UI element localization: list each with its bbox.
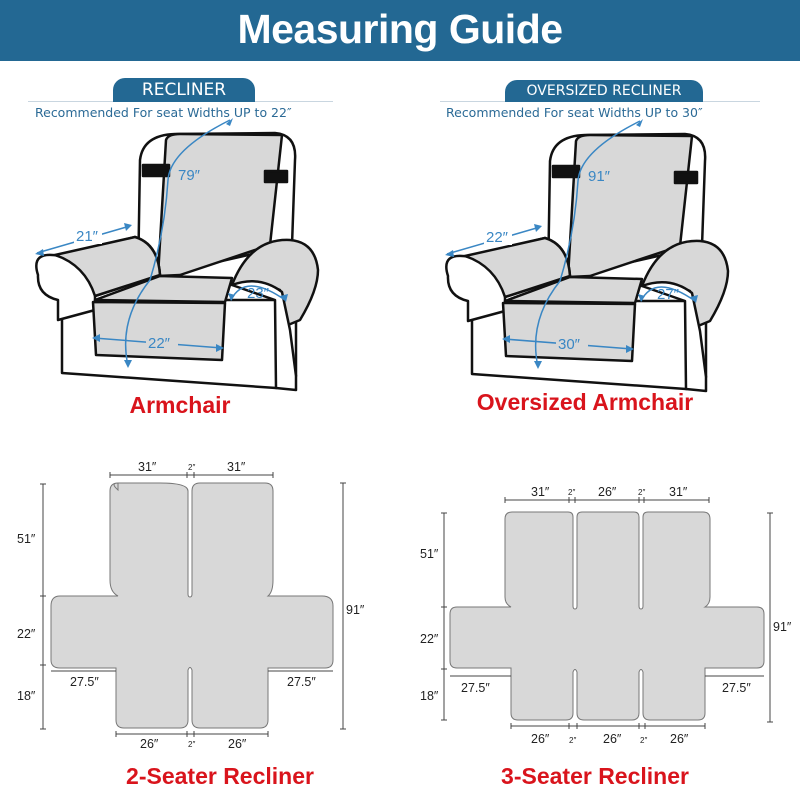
two-seater-seat-dim: 22″ [17, 627, 36, 641]
recliner-armwrap-dim: 23″ [247, 285, 270, 302]
two-seater-top-left-dim: 31″ [138, 460, 157, 474]
three-seater-bottom-left-dim: 26″ [531, 732, 550, 746]
two-seater-front-dim: 18″ [17, 689, 36, 703]
two-seater-back-dim: 51″ [17, 532, 36, 546]
oversized-subtitle: Recommended For seat Widths UP to 30″ [446, 105, 703, 120]
three-seater-arm-left-dim: 27.5″ [461, 681, 490, 695]
oversized-arm-dim: 22″ [486, 229, 509, 246]
oversized-back-dim: 91″ [588, 168, 611, 185]
two-seater-arm-right-dim: 27.5″ [287, 675, 316, 689]
two-seater-top-gap-dim: 2″ [188, 463, 195, 472]
oversized-armwrap-dim: 27″ [657, 286, 680, 303]
two-seater-arm-left-dim: 27.5″ [70, 675, 99, 689]
three-seater-bottom-mid-dim: 26″ [603, 732, 622, 746]
header-banner [0, 0, 800, 61]
oversized-seat-dim: 30″ [558, 336, 581, 353]
two-seater-bottom-gap-dim: 2″ [188, 740, 195, 749]
recliner-arm-dim: 21″ [76, 228, 99, 245]
recliner-back-dim: 79″ [178, 167, 201, 184]
three-seater-top-right-dim: 31″ [669, 485, 688, 499]
three-seater-top-mid-dim: 26″ [598, 485, 617, 499]
three-seater-arm-right-dim: 27.5″ [722, 681, 751, 695]
caption-oversized-armchair: Oversized Armchair [476, 389, 694, 415]
three-seater-front-dim: 18″ [420, 689, 439, 703]
recliner-subtitle: Recommended For seat Widths UP to 22″ [35, 105, 292, 120]
three-seater-bottom-gap1-dim: 2″ [569, 736, 576, 745]
caption-armchair: Armchair [129, 392, 231, 418]
tab-oversized-recliner: OVERSIZED RECLINER [505, 80, 703, 102]
caption-two-seater: 2-Seater Recliner [126, 763, 314, 789]
three-seater-top-gap1-dim: 2″ [568, 488, 575, 497]
two-seater-bottom-right-dim: 26″ [228, 737, 247, 751]
three-seater-top-gap2-dim: 2″ [638, 488, 645, 497]
two-seater-total-dim: 91″ [346, 603, 365, 617]
three-seater-bottom-right-dim: 26″ [670, 732, 689, 746]
caption-three-seater: 3-Seater Recliner [501, 763, 689, 789]
page-title: Measuring Guide [237, 6, 563, 52]
three-seater-top-left-dim: 31″ [531, 485, 550, 499]
two-seater-bottom-left-dim: 26″ [140, 737, 159, 751]
three-seater-bottom-gap2-dim: 2″ [640, 736, 647, 745]
tab-recliner: RECLINER [113, 78, 255, 102]
two-seater-top-right-dim: 31″ [227, 460, 246, 474]
three-seater-seat-dim: 22″ [420, 632, 439, 646]
three-seater-back-dim: 51″ [420, 547, 439, 561]
recliner-seat-dim: 22″ [148, 335, 171, 352]
three-seater-total-dim: 91″ [773, 620, 792, 634]
